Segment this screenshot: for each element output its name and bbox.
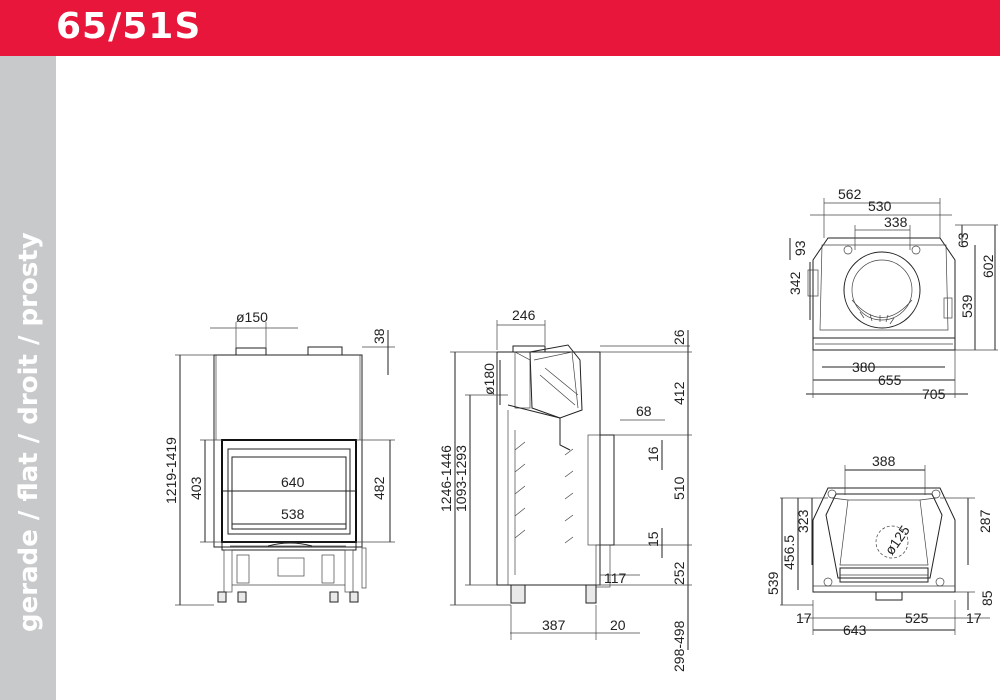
dim-d15: 15 (645, 531, 661, 547)
dim-d338: 338 (884, 214, 908, 230)
dim-d26: 26 (671, 329, 687, 345)
model-title: 65/51S (56, 6, 202, 47)
dim-d530: 530 (868, 198, 892, 214)
dim-d16: 16 (645, 446, 661, 462)
dim-d17-right: 17 (966, 610, 982, 626)
dim-d93: 93 (792, 240, 808, 256)
sidebar-bar: gerade / flat / droit / prosty (0, 56, 56, 700)
dim-d538: 538 (281, 506, 305, 522)
dim-d562: 562 (838, 186, 862, 202)
dim-h1246-1446: 1246-1446 (438, 445, 454, 512)
dim-d482: 482 (371, 476, 387, 500)
dim-d323: 323 (795, 509, 811, 533)
dim-d85: 85 (979, 590, 995, 606)
dim-d403: 403 (188, 476, 204, 500)
front-view: ø150 38 1219-1419 403 640 538 482 (163, 309, 395, 606)
dim-h1093-1293: 1093-1293 (453, 445, 469, 512)
dim-d539: 539 (765, 571, 781, 595)
dim-d643: 643 (843, 622, 867, 638)
dim-d705: 705 (922, 386, 946, 402)
dim-d525: 525 (905, 610, 929, 626)
dim-d68: 68 (636, 403, 652, 419)
header-bar: 65/51S (0, 0, 1000, 56)
dim-d388: 388 (872, 453, 896, 469)
dim-d63: 63 (955, 232, 971, 248)
dim-d17-left: 17 (796, 610, 812, 626)
dim-d150: ø150 (236, 309, 268, 325)
dim-d510: 510 (671, 476, 687, 500)
plan-view: 388 323 287 456.5 ø125 539 85 17 525 17 … (765, 453, 995, 638)
dim-h1219-1419: 1219-1419 (163, 437, 179, 504)
top-view: 562 530 338 93 63 342 602 539 380 655 70… (787, 186, 998, 402)
dim-d655: 655 (878, 372, 902, 388)
dim-d602: 602 (980, 254, 996, 278)
dim-d342: 342 (787, 271, 803, 295)
dim-d180: ø180 (481, 363, 497, 395)
dim-d38: 38 (371, 328, 387, 344)
side-view: 246 26 ø180 412 68 16 1246-1446 1093-129… (438, 307, 692, 672)
dim-d287: 287 (977, 509, 993, 533)
dim-d412: 412 (671, 381, 687, 405)
dim-d117: 117 (604, 570, 627, 586)
dim-d640: 640 (281, 474, 305, 490)
dim-d246: 246 (512, 307, 536, 323)
dim-d456-5: 456.5 (781, 535, 797, 570)
dim-d539: 539 (959, 294, 975, 318)
dim-d20: 20 (610, 617, 626, 633)
dim-h298-498: 298-498 (671, 620, 687, 672)
dim-d252: 252 (671, 561, 687, 585)
dim-d380: 380 (852, 359, 876, 375)
dim-d387: 387 (542, 617, 566, 633)
